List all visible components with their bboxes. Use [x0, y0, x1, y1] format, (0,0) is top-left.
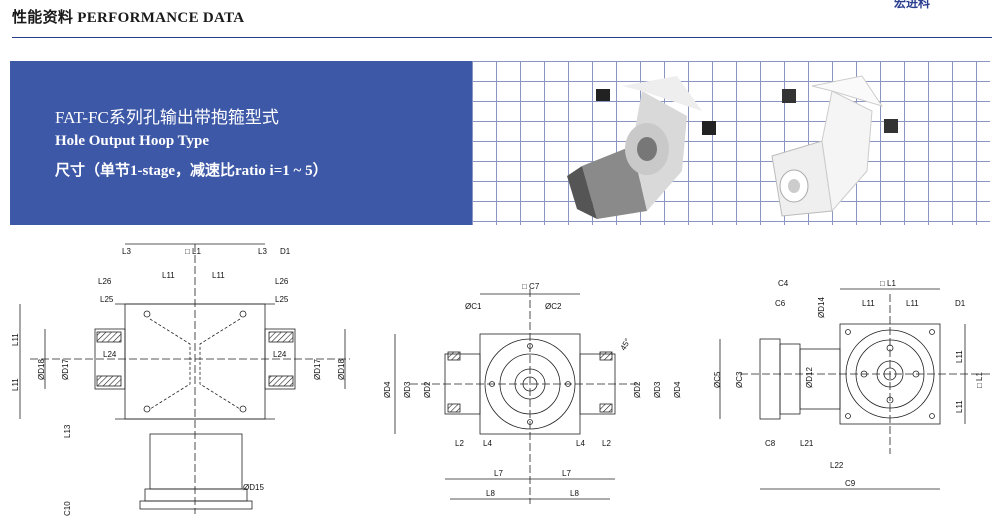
- dim-d3-left: ØD3: [403, 381, 412, 398]
- drawing-side-view-1: [19, 243, 350, 514]
- title-banner: FAT-FC系列孔输出带抱箍型式 Hole Output Hoop Type 尺…: [10, 61, 472, 225]
- dim-c2: ØC2: [545, 302, 562, 311]
- brand-logo-text: 宏进科: [893, 0, 930, 10]
- dim-c4: C4: [778, 279, 789, 288]
- dim-l11-a: L11: [162, 271, 175, 280]
- dim-d2-right: ØD2: [633, 381, 642, 398]
- drawing-1-labels: L3 □ L1 L3 D1 L26 L11 L11 L26 L25 L25 L2…: [11, 247, 346, 516]
- dim-d4-right: ØD4: [673, 381, 682, 398]
- dim-d1: D1: [955, 299, 966, 308]
- dim-l11-d: L11: [11, 378, 20, 391]
- dim-l4-left: L4: [483, 439, 492, 448]
- dim-l25-left: L25: [100, 295, 114, 304]
- dim-d4-left: ØD4: [383, 381, 392, 398]
- dim-c3: ØC3: [735, 371, 744, 388]
- dim-l11-c: L11: [955, 350, 964, 363]
- dim-l24-right: L24: [273, 350, 287, 359]
- dim-l26-left: L26: [98, 277, 112, 286]
- banner-title-cn: FAT-FC系列孔输出带抱箍型式: [55, 108, 279, 127]
- technical-drawings: L3 □ L1 L3 D1 L26 L11 L11 L26 L25 L25 L2…: [11, 243, 990, 516]
- banner-title-en: Hole Output Hoop Type: [55, 133, 210, 149]
- dim-l13: L13: [63, 424, 72, 438]
- dim-l11-b: L11: [906, 299, 919, 308]
- dim-d3-right: ØD3: [653, 381, 662, 398]
- dim-l11-c: L11: [11, 333, 20, 346]
- dim-d18-right: ØD18: [337, 359, 346, 380]
- dim-d15: ØD15: [243, 483, 264, 492]
- dim-d12: ØD12: [805, 367, 814, 388]
- banner-size-note: 尺寸（单节1-stage，减速比ratio i=1 ~ 5）: [55, 163, 328, 179]
- dim-l11-d: L11: [955, 400, 964, 413]
- gearbox-photo-2: [771, 75, 898, 217]
- dim-d1: D1: [280, 247, 291, 256]
- dim-l25-right: L25: [275, 295, 289, 304]
- dim-d2-left: ØD2: [423, 381, 432, 398]
- dim-l21: L21: [800, 439, 814, 448]
- dim-l3-right: L3: [258, 247, 267, 256]
- dim-d18-left: ØD18: [37, 359, 46, 380]
- drawing-3-labels: C4 C6 ØD14 □ L1 L11 L11 D1 ØC5 ØC3 ØD12 …: [713, 279, 984, 488]
- dim-c10: C10: [63, 501, 72, 516]
- dim-l26-right: L26: [275, 277, 289, 286]
- dim-d17-right: ØD17: [313, 359, 322, 380]
- photo-grid-panel: [472, 61, 990, 225]
- page-header-title: 性能资料 PERFORMANCE DATA: [12, 10, 245, 26]
- dim-l11-a: L11: [862, 299, 875, 308]
- dim-c5: ØC5: [713, 371, 722, 388]
- dim-c8: C8: [765, 439, 776, 448]
- header-rule: [12, 37, 992, 38]
- dim-c1: ØC1: [465, 302, 482, 311]
- dim-l1: □ L1: [185, 247, 202, 256]
- dim-l7-right: L7: [562, 469, 571, 478]
- gearbox-photo-1: [567, 76, 716, 219]
- dim-d14: ØD14: [817, 297, 826, 318]
- dim-l1-top: □ L1: [880, 279, 897, 288]
- dim-l4-right: L4: [576, 439, 585, 448]
- dim-l11-b: L11: [212, 271, 225, 280]
- dim-d17-left: ØD17: [61, 359, 70, 380]
- dim-l2-right: L2: [602, 439, 611, 448]
- drawing-front-view-3: [719, 288, 990, 490]
- dim-l24-left: L24: [103, 350, 117, 359]
- dim-l22: L22: [830, 461, 844, 470]
- drawing-front-view-2: [394, 289, 640, 504]
- dim-l1-vert: □ L1: [975, 371, 984, 388]
- dim-l2-left: L2: [455, 439, 464, 448]
- dim-c9: C9: [845, 479, 856, 488]
- dim-l3-left: L3: [122, 247, 131, 256]
- dim-l8-right: L8: [570, 489, 579, 498]
- product-photos: [567, 75, 898, 219]
- drawing-2-labels: □ C7 ØC1 ØC2 45° ØD4 ØD3 ØD2 ØD2 ØD3 ØD4…: [383, 282, 682, 498]
- dim-angle-45: 45°: [619, 337, 633, 352]
- dim-c7: □ C7: [522, 282, 540, 291]
- dim-l8-left: L8: [486, 489, 495, 498]
- dim-c6: C6: [775, 299, 786, 308]
- dim-l7-left: L7: [494, 469, 503, 478]
